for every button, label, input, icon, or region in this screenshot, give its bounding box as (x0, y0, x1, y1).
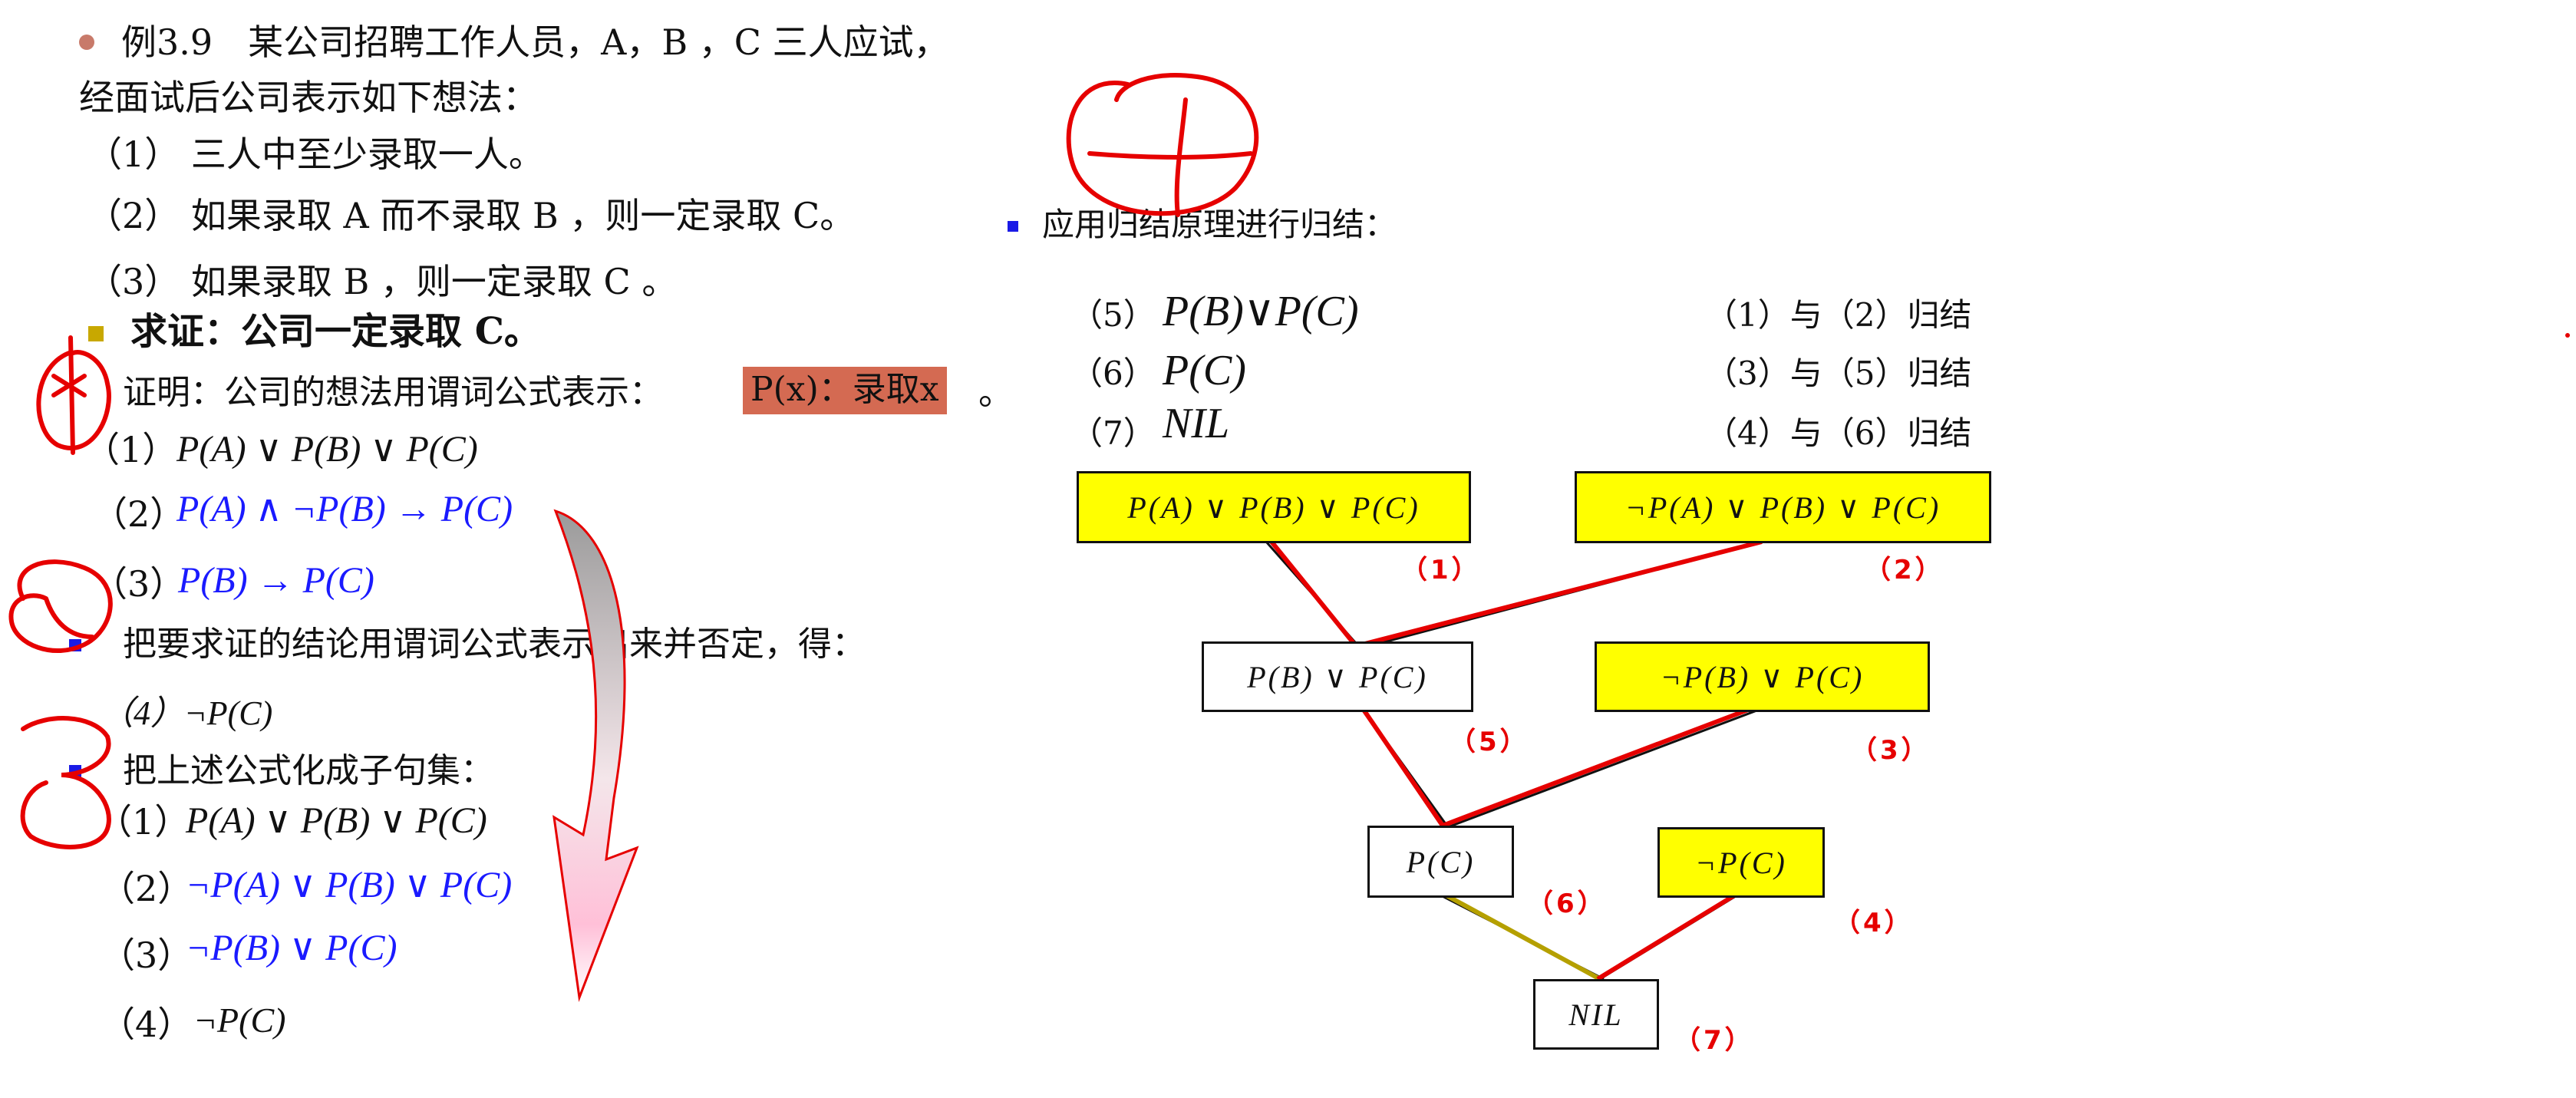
formula-3: P(B) → P(C) (178, 560, 374, 601)
clause-1-number: （1） (97, 801, 190, 842)
tree-node-3: ¬P(B) ∨ P(C) (1595, 641, 1930, 712)
tree-node-2-label: （2） (1865, 555, 1944, 585)
intro-text: 经面试后公司表示如下想法： (79, 77, 538, 118)
condition-3: （3） 如果录取 B ，则一定录取 C 。 (87, 261, 678, 302)
step-7-number: （7） (1070, 414, 1156, 452)
predicate-definition: P(x)：录取x (743, 367, 947, 414)
tree-node-7: NIL (1533, 979, 1659, 1050)
clause-2-number: （2） (100, 868, 193, 909)
step-6-number: （6） (1070, 354, 1156, 392)
negate-text: 把要求证的结论用谓词公式表示出来并否定，得： (123, 625, 866, 664)
bullet-dot (79, 35, 94, 50)
tree-node-4-text: ¬P(C) (1695, 845, 1787, 880)
clause-1: P(A) ∨ P(B) ∨ P(C) (186, 800, 487, 841)
example-title: 例3.9 某公司招聘工作人员，A，B ，C 三人应试， (121, 21, 949, 63)
formula-2: P(A) ∧ ¬P(B) → P(C) (176, 489, 513, 529)
hand-number-3-icon (20, 716, 111, 849)
step-7-formula: NIL (1163, 400, 1230, 447)
bullet-square (88, 326, 104, 341)
tree-node-5-label: （5） (1450, 727, 1529, 757)
formula-4: （4）¬P(C) (100, 694, 273, 732)
hand-circle-cross-icon (1066, 73, 1259, 216)
tree-node-6: P(C) (1367, 826, 1514, 898)
step-7-note: （4）与（6）归结 (1705, 414, 1972, 452)
clause-3: ¬P(B) ∨ P(C) (186, 928, 397, 968)
tree-node-2: ¬P(A) ∨ P(B) ∨ P(C) (1575, 471, 1991, 543)
tree-node-6-text: P(C) (1406, 844, 1476, 879)
tree-node-2-text: ¬P(A) ∨ P(B) ∨ P(C) (1624, 490, 1941, 525)
formula-1-number: （1） (84, 429, 178, 470)
clause-2: ¬P(A) ∨ P(B) ∨ P(C) (186, 865, 513, 905)
tree-node-7-text: NIL (1568, 997, 1624, 1032)
tree-node-3-label: （3） (1851, 735, 1931, 766)
tree-node-1-label: （1） (1401, 555, 1481, 585)
tree-node-6-label: （6） (1527, 889, 1607, 919)
tree-node-7-label: （7） (1674, 1025, 1754, 1056)
step-6-note: （3）与（5）归结 (1705, 354, 1972, 392)
step-5-note: （1）与（2）归结 (1705, 296, 1972, 334)
tree-node-3-text: ¬P(B) ∨ P(C) (1660, 659, 1865, 694)
hand-number-1-icon (36, 335, 111, 455)
proof-period: 。 (978, 371, 1014, 413)
stray-dot-icon (2565, 333, 2570, 338)
step-6-formula: P(C) (1163, 347, 1246, 394)
clause-text: 把上述公式化成子句集： (123, 751, 494, 790)
condition-1: （1） 三人中至少录取一人。 (87, 134, 544, 175)
clause-3-number: （3） (100, 935, 193, 976)
tree-node-1-text: P(A) ∨ P(B) ∨ P(C) (1127, 490, 1420, 525)
clause-4-number: （4） (100, 1004, 193, 1045)
formula-1: P(A) ∨ P(B) ∨ P(C) (176, 429, 478, 470)
tree-node-4-label: （4） (1834, 908, 1914, 938)
tree-node-4: ¬P(C) (1657, 827, 1825, 898)
proof-intro: 证明：公司的想法用谓词公式表示： (123, 373, 663, 412)
tree-edges (1265, 539, 1763, 981)
tree-node-1: P(A) ∨ P(B) ∨ P(C) (1077, 471, 1471, 543)
bullet-square (1008, 221, 1018, 232)
condition-2: （2） 如果录取 A 而不录取 B ，则一定录取 C。 (87, 195, 856, 236)
prove-statement: 求证：公司一定录取 C。 (130, 310, 541, 353)
curved-arrow-icon (552, 509, 639, 1002)
hand-number-2-icon (8, 559, 113, 653)
tree-node-5: P(B) ∨ P(C) (1202, 641, 1473, 712)
handwritten-annotations (8, 73, 1259, 849)
clause-4: ¬P(C) (193, 1001, 286, 1040)
resolution-heading: 应用归结原理进行归结： (1042, 206, 1397, 243)
tree-node-5-text: P(B) ∨ P(C) (1247, 659, 1428, 694)
step-5-formula: P(B)∨P(C) (1163, 288, 1359, 335)
step-5-number: （5） (1070, 296, 1156, 334)
formula-2-number: （2） (92, 493, 186, 535)
